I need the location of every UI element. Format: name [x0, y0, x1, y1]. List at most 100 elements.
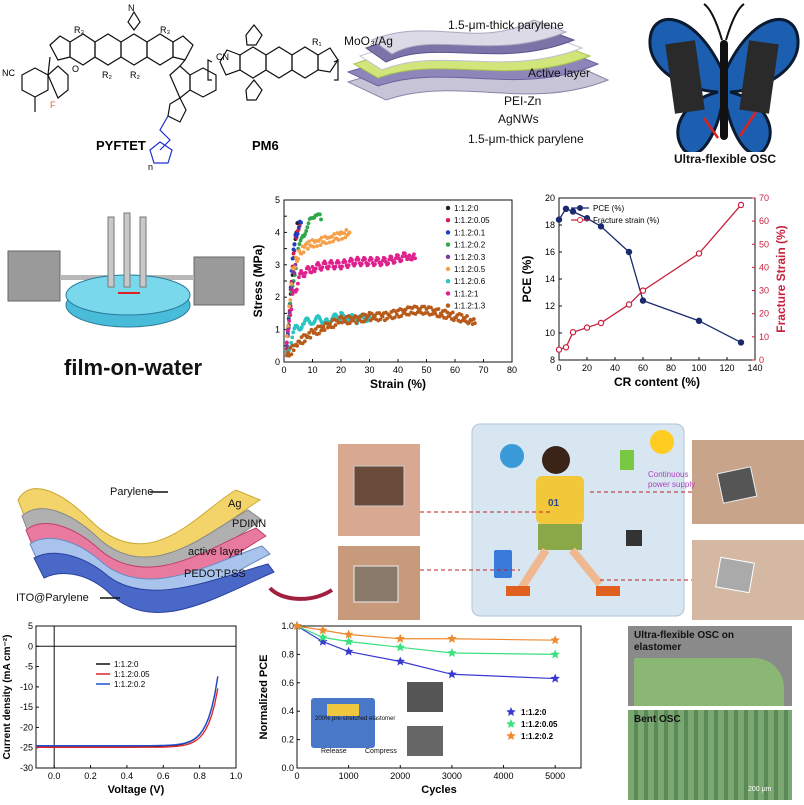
data-point-8	[399, 314, 404, 318]
data-point-7	[284, 340, 289, 345]
data-point-5	[315, 244, 319, 249]
data-point-8	[392, 315, 397, 320]
y-tick-label: 20	[545, 193, 555, 203]
inset-compress-label: Compress	[365, 748, 397, 755]
y2-tick-label: 50	[759, 239, 769, 249]
data-point-7	[400, 254, 405, 259]
bottom-layer-active: active layer	[188, 546, 244, 558]
y-tick-label: 5	[275, 195, 280, 205]
data-point-7	[302, 274, 307, 279]
data-point-7	[407, 253, 412, 258]
film-on-water-drawing	[7, 212, 245, 328]
data-point-7	[369, 257, 374, 261]
data-star-2	[447, 633, 457, 643]
data-point-0	[737, 339, 745, 346]
bottom-stack-panel: Parylene Ag PDINN active layer PEDOT:PSS…	[0, 470, 340, 620]
data-point-5	[332, 232, 337, 236]
data-point-2	[299, 220, 303, 225]
data-point-8	[459, 313, 464, 317]
data-point-5	[340, 236, 344, 241]
data-point-1	[597, 319, 605, 327]
oxygen-label: O	[72, 64, 79, 74]
data-point-7	[303, 270, 308, 275]
x-tick-label: 80	[507, 365, 517, 375]
legend-label: 1:1.2:0.05	[454, 216, 490, 225]
data-point-7	[288, 313, 293, 318]
data-point-5	[344, 228, 349, 232]
data-point-7	[287, 319, 292, 323]
data-star-1	[343, 636, 354, 646]
legend-marker	[445, 254, 451, 259]
y2-tick-label: 20	[759, 309, 769, 319]
data-point-8	[471, 317, 476, 321]
x-tick-label: 0	[556, 363, 561, 373]
data-point-7	[317, 263, 321, 268]
data-point-7	[379, 262, 384, 267]
data-star-2	[292, 621, 302, 631]
data-point-7	[363, 257, 368, 261]
data-point-8	[380, 314, 385, 319]
x-tick-label: 140	[747, 363, 762, 373]
data-point-8	[295, 343, 300, 348]
data-point-7	[307, 266, 311, 271]
data-point-7	[340, 264, 344, 269]
series-line-0	[296, 625, 556, 680]
layer-label-active: Active layer	[528, 66, 591, 80]
data-point-7	[300, 271, 305, 275]
data-point-8	[369, 311, 374, 316]
data-point-8	[313, 327, 318, 331]
data-point-7	[392, 260, 397, 265]
legend-label: 1:1.2:0	[114, 660, 139, 669]
sem-top-caption: Ultra-flexible OSC on elastomer	[634, 630, 735, 653]
data-point-5	[286, 323, 290, 328]
bottom-layer-parylene: Parylene	[110, 486, 154, 498]
data-point-7	[373, 262, 377, 267]
data-star-1	[395, 642, 406, 652]
data-star-0	[343, 646, 354, 656]
data-point-7	[346, 263, 351, 268]
data-point-7	[297, 275, 301, 280]
legend-label: 1:1.2:1.3	[454, 302, 486, 311]
data-point-0	[562, 205, 570, 212]
legend-label: PCE (%)	[593, 204, 624, 213]
data-point-1	[737, 201, 745, 209]
data-point-7	[327, 264, 331, 269]
data-point-7	[286, 328, 290, 333]
x-tick-label: 50	[421, 365, 431, 375]
x-tick-label: 40	[393, 365, 403, 375]
jersey-number: 01	[548, 498, 560, 509]
device-stack-panel: MoO₃/Ag 1.5-μm-thick parylene Active lay…	[338, 0, 620, 160]
legend-label: 1:1.2:0.05	[521, 720, 558, 729]
data-point-6	[289, 340, 294, 345]
data-point-5	[288, 298, 293, 302]
data-point-7	[376, 256, 381, 261]
y-tick-label: 0.6	[281, 678, 294, 688]
core-n-label: N	[128, 3, 135, 13]
data-point-8	[302, 339, 307, 344]
data-point-5	[347, 230, 352, 235]
x-tick-label: 70	[478, 365, 488, 375]
y-tick-label: 12	[545, 301, 555, 311]
y-tick-label: 18	[545, 220, 555, 230]
x-tick-label: 0.6	[157, 771, 170, 781]
y-tick-label: -20	[20, 722, 33, 732]
y-tick-label: 1.0	[281, 621, 294, 631]
data-point-6	[299, 325, 304, 330]
x-tick-label: 60	[450, 365, 460, 375]
x-tick-label: 100	[691, 363, 706, 373]
polymer-n-label: n	[148, 162, 153, 170]
data-point-2	[296, 225, 301, 230]
legend-label: 1:1.2:0.2	[454, 241, 486, 250]
data-point-7	[310, 265, 315, 269]
data-point-8	[307, 330, 312, 335]
data-point-7	[353, 261, 358, 266]
bottom-stack-drawing	[17, 488, 275, 613]
legend-label: 1:1.2:0.5	[454, 265, 486, 274]
y-tick-label: 0.2	[281, 735, 294, 745]
plot-frame	[35, 625, 237, 769]
series-line-2	[296, 625, 556, 641]
data-star-0	[318, 636, 328, 646]
